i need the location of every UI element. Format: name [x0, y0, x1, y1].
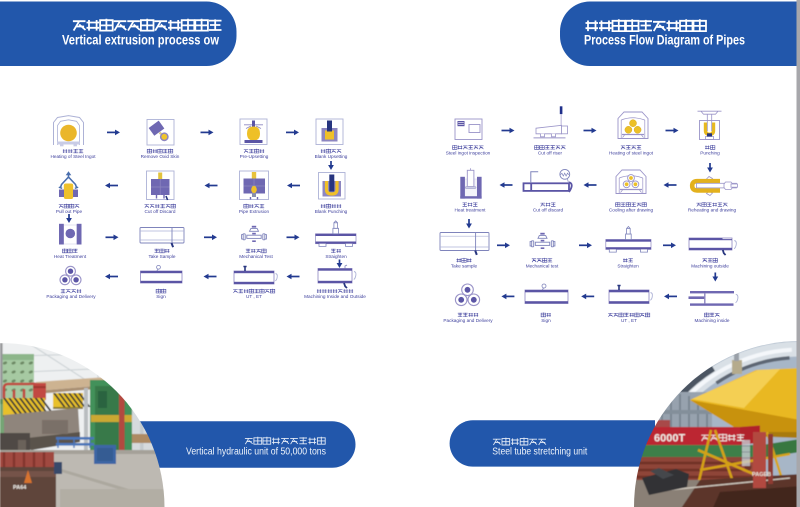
svg-text:Cut off riser: Cut off riser	[538, 151, 563, 156]
svg-text:Cut off Discard: Cut off Discard	[145, 209, 176, 214]
svg-text:Process Flow Diagram of Pipes: Process Flow Diagram of Pipes	[584, 33, 745, 48]
svg-text:Cooling after drawing: Cooling after drawing	[609, 208, 654, 213]
svg-text:Mechanical test: Mechanical test	[526, 263, 559, 268]
svg-text:UT , ET: UT , ET	[246, 294, 262, 299]
svg-text:Vertical hydraulic unit of 50,: Vertical hydraulic unit of 50,000 tons	[186, 447, 326, 458]
svg-text:Sign: Sign	[541, 318, 551, 323]
svg-text:Cut off discard: Cut off discard	[533, 208, 564, 213]
svg-text:Remove Oxid Skin: Remove Oxid Skin	[141, 154, 180, 159]
svg-text:Steel tube stretching unit: Steel tube stretching unit	[492, 447, 587, 458]
svg-text:Vertical extrusion process ow: Vertical extrusion process ow	[62, 33, 219, 48]
svg-text:Straighten: Straighten	[617, 263, 639, 268]
svg-text:Heat treatment: Heat treatment	[454, 208, 486, 213]
svg-text:UT , ET: UT , ET	[621, 318, 637, 323]
svg-text:Machining inside: Machining inside	[695, 318, 730, 323]
svg-text:Blank Upsetting: Blank Upsetting	[315, 154, 348, 159]
svg-text:6000T: 6000T	[654, 433, 685, 445]
svg-text:Reheating and drawing: Reheating and drawing	[688, 208, 737, 213]
svg-text:Pre-Upsetting: Pre-Upsetting	[240, 154, 269, 159]
svg-text:Pull out Pipe: Pull out Pipe	[56, 209, 83, 214]
svg-text:Machining outside: Machining outside	[691, 263, 729, 268]
svg-text:Heating of steel ingot: Heating of steel ingot	[609, 151, 654, 156]
svg-text:Take Sample: Take Sample	[148, 254, 175, 259]
svg-text:Blank Punching: Blank Punching	[315, 209, 348, 214]
svg-text:Steel ingot inspection: Steel ingot inspection	[446, 151, 491, 156]
svg-text:Punching: Punching	[700, 151, 720, 156]
svg-text:Heat Treatment: Heat Treatment	[54, 254, 87, 259]
svg-text:Mechanical Test: Mechanical Test	[239, 254, 273, 259]
svg-text:Take sample: Take sample	[451, 263, 478, 268]
svg-text:Heating of Steel Ingot: Heating of Steel Ingot	[50, 154, 96, 159]
svg-text:Pipe Extrusion: Pipe Extrusion	[239, 209, 270, 214]
svg-text:Packaging and Delivery: Packaging and Delivery	[443, 318, 493, 323]
svg-text:Machining Inside and Outside: Machining Inside and Outside	[304, 294, 366, 299]
svg-text:PA64: PA64	[13, 485, 27, 491]
svg-text:Straighten: Straighten	[325, 254, 347, 259]
svg-text:PAGEB: PAGEB	[752, 472, 771, 478]
svg-text:Packaging and Delivery: Packaging and Delivery	[46, 294, 96, 299]
svg-text:Sign: Sign	[156, 294, 166, 299]
